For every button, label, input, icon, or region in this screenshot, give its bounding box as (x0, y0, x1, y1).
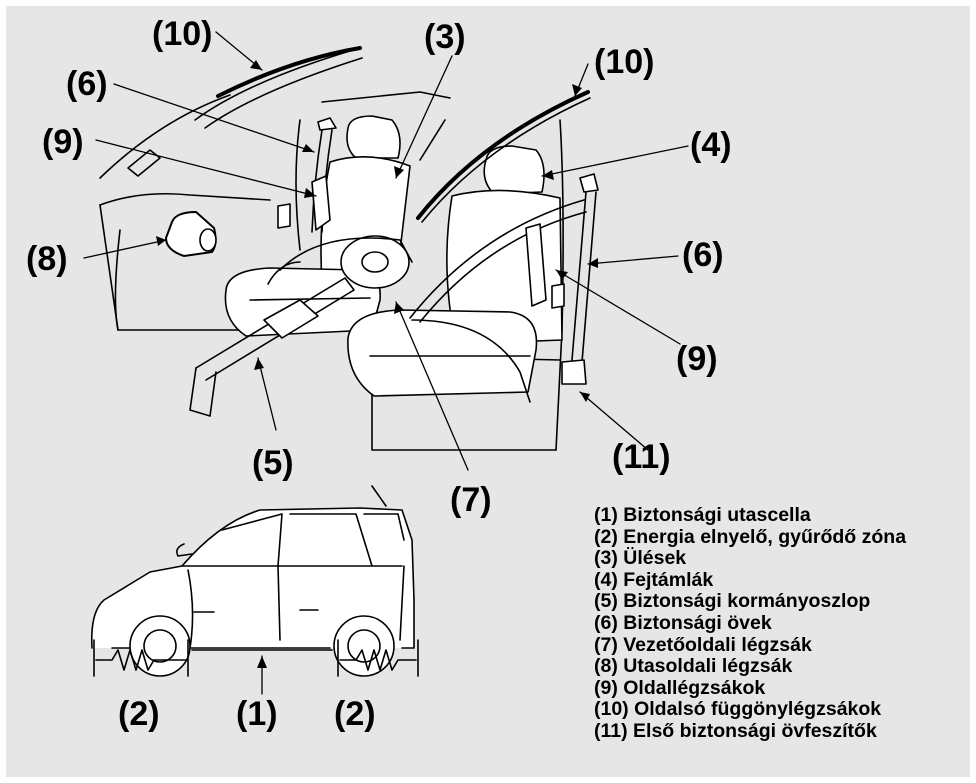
crush-zone-markers (93, 639, 419, 677)
legend-item: (4) Fejtámlák (594, 568, 714, 591)
callout-3: (3) (424, 18, 466, 56)
callout-9-left: (9) (42, 123, 84, 161)
callout-2-right: (2) (334, 695, 376, 733)
callout-7: (7) (450, 481, 492, 519)
legend-item: (11) Első biztonsági övfeszítők (594, 719, 877, 742)
callout-6-right: (6) (682, 236, 724, 274)
callout-8: (8) (26, 240, 68, 278)
legend-item: (1) Biztonsági utascella (594, 504, 811, 526)
callout-1: (1) (236, 695, 278, 733)
legend-item: (5) Biztonsági kormányoszlop (594, 590, 871, 613)
airbag-shapes (165, 46, 591, 309)
legend-item: (6) Biztonsági övek (594, 611, 772, 634)
legend-item: (10) Oldalsó függönylégzsákok (594, 698, 882, 721)
callout-10-left: (10) (152, 15, 213, 53)
legend-item: (9) Oldallégzsákok (594, 676, 766, 699)
callout-11: (11) (612, 438, 671, 476)
callout-6-left: (6) (66, 65, 108, 103)
legend-list: (1) Biztonsági utascella (2) Energia eln… (594, 504, 907, 743)
callout-10-right: (10) (594, 43, 655, 81)
leader-lines (83, 31, 689, 695)
callout-2-left: (2) (118, 695, 160, 733)
legend-item: (8) Utasoldali légzsák (594, 655, 793, 678)
legend-item: (2) Energia elnyelő, gyűrődő zóna (594, 525, 907, 548)
steering-assembly (189, 235, 413, 417)
car-side-view (90, 485, 415, 677)
legend-item: (3) Ülések (594, 547, 687, 570)
legend-item: (7) Vezetőoldali légzsák (594, 633, 812, 656)
callout-4: (4) (690, 126, 732, 164)
arrowheads (156, 60, 598, 668)
callout-9-right: (9) (676, 340, 718, 378)
callout-5: (5) (252, 444, 294, 482)
